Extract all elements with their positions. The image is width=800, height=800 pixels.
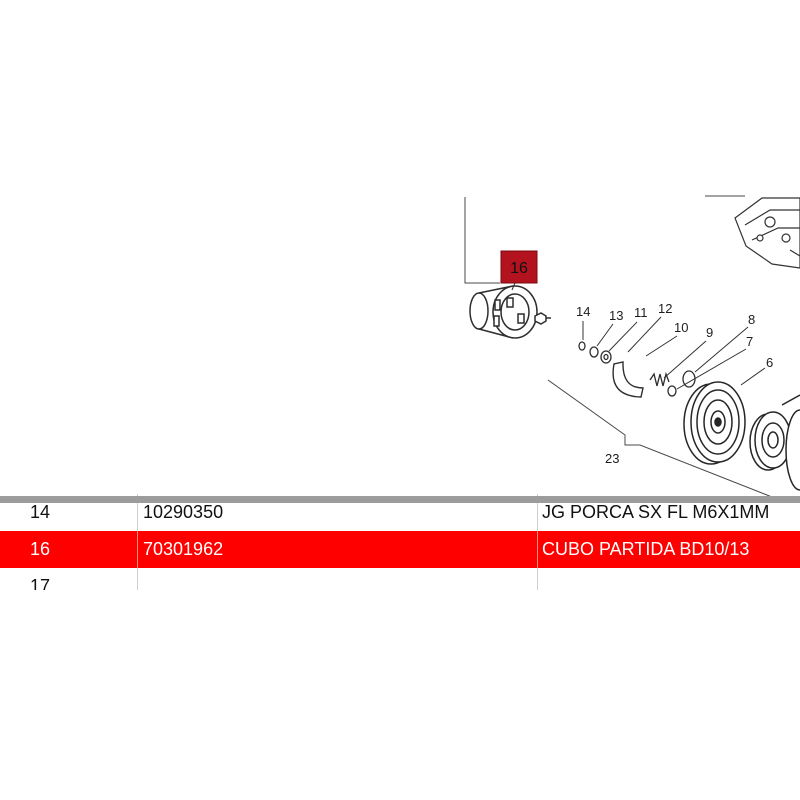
part-number-cell bbox=[137, 568, 537, 590]
frame-line bbox=[464, 197, 500, 284]
callout-13[interactable]: 13 bbox=[609, 308, 623, 323]
description-cell bbox=[537, 568, 800, 590]
callout-14[interactable]: 14 bbox=[576, 304, 590, 319]
group-bracket-23 bbox=[547, 379, 773, 498]
callout-10[interactable]: 10 bbox=[674, 320, 688, 335]
description-cell: CUBO PARTIDA BD10/13 bbox=[537, 531, 800, 568]
table-row-selected[interactable]: 16 70301962 CUBO PARTIDA BD10/13 bbox=[0, 531, 800, 568]
leader-lines bbox=[582, 316, 766, 390]
nuts-washers bbox=[578, 341, 612, 364]
selected-label-box[interactable] bbox=[500, 250, 538, 284]
callout-8[interactable]: 8 bbox=[748, 312, 755, 327]
callout-12[interactable]: 12 bbox=[658, 301, 672, 316]
part-number-cell: 10290350 bbox=[137, 494, 537, 531]
spring-part bbox=[649, 371, 670, 387]
description-cell: JG PORCA SX FL M6X1MM bbox=[537, 494, 800, 531]
item-number-cell: 16 bbox=[30, 539, 51, 559]
pulley-part-6 bbox=[683, 381, 746, 465]
crescent-plate-part bbox=[612, 361, 644, 398]
table-header-divider bbox=[0, 496, 800, 503]
parts-table: 14 10290350 JG PORCA SX FL M6X1MM 16 703… bbox=[0, 494, 800, 590]
callout-9[interactable]: 9 bbox=[706, 325, 713, 340]
item-number-cell: 17 bbox=[30, 576, 51, 590]
callout-11[interactable]: 11 bbox=[634, 305, 648, 320]
callout-7[interactable]: 7 bbox=[746, 334, 753, 349]
selected-label-16[interactable]: 16 bbox=[510, 260, 528, 277]
engine-block-part bbox=[734, 197, 800, 269]
callout-23[interactable]: 23 bbox=[605, 451, 619, 466]
part-number-cell: 70301962 bbox=[137, 531, 537, 568]
gear-part bbox=[749, 394, 800, 491]
hub-part-16[interactable] bbox=[469, 285, 551, 339]
washer-part-7 bbox=[667, 385, 677, 397]
item-number-cell: 14 bbox=[30, 502, 51, 522]
table-row[interactable]: 17 bbox=[0, 568, 800, 590]
exploded-parts-diagram: 16 bbox=[464, 195, 800, 498]
callout-6[interactable]: 6 bbox=[766, 355, 773, 370]
table-row[interactable]: 14 10290350 JG PORCA SX FL M6X1MM bbox=[0, 494, 800, 531]
